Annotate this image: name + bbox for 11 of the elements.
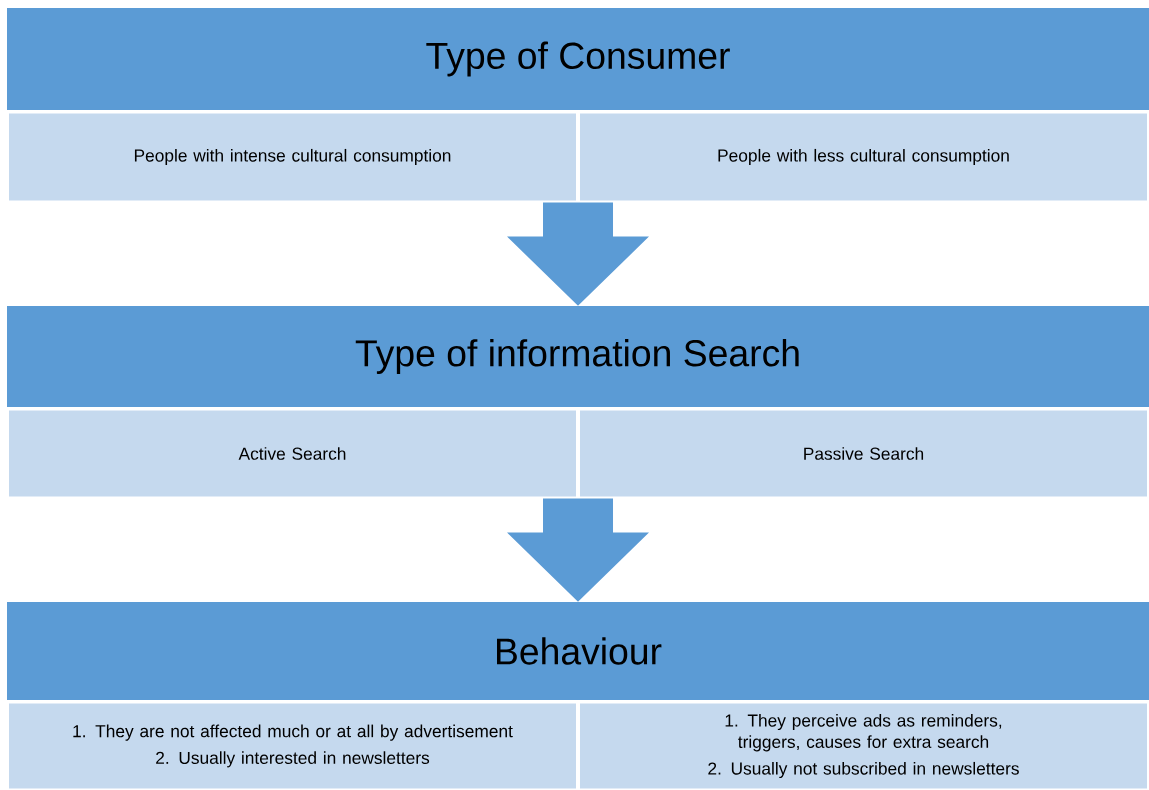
- text-cell: Active Search: [7, 408, 578, 499]
- block-arrow: [507, 498, 649, 602]
- block-arrow: [507, 202, 649, 306]
- text-cell: People with less cultural consumption: [578, 111, 1149, 203]
- section-band: Type of Consumer: [7, 8, 1149, 110]
- text-cell: 1. They are not affected much or at all by advertisement 2. Usually interested in newsletters: [7, 701, 578, 790]
- section-band: Behaviour: [7, 602, 1149, 700]
- text-cell: 1. They perceive ads as reminders, triggers, causes for extra search 2. Usually not subscribed in newsletters: [578, 701, 1149, 790]
- text-cell: Passive Search: [578, 408, 1149, 499]
- section-band: Type of information Search: [7, 306, 1149, 407]
- text-cell: People with intense cultural consumption: [7, 111, 578, 203]
